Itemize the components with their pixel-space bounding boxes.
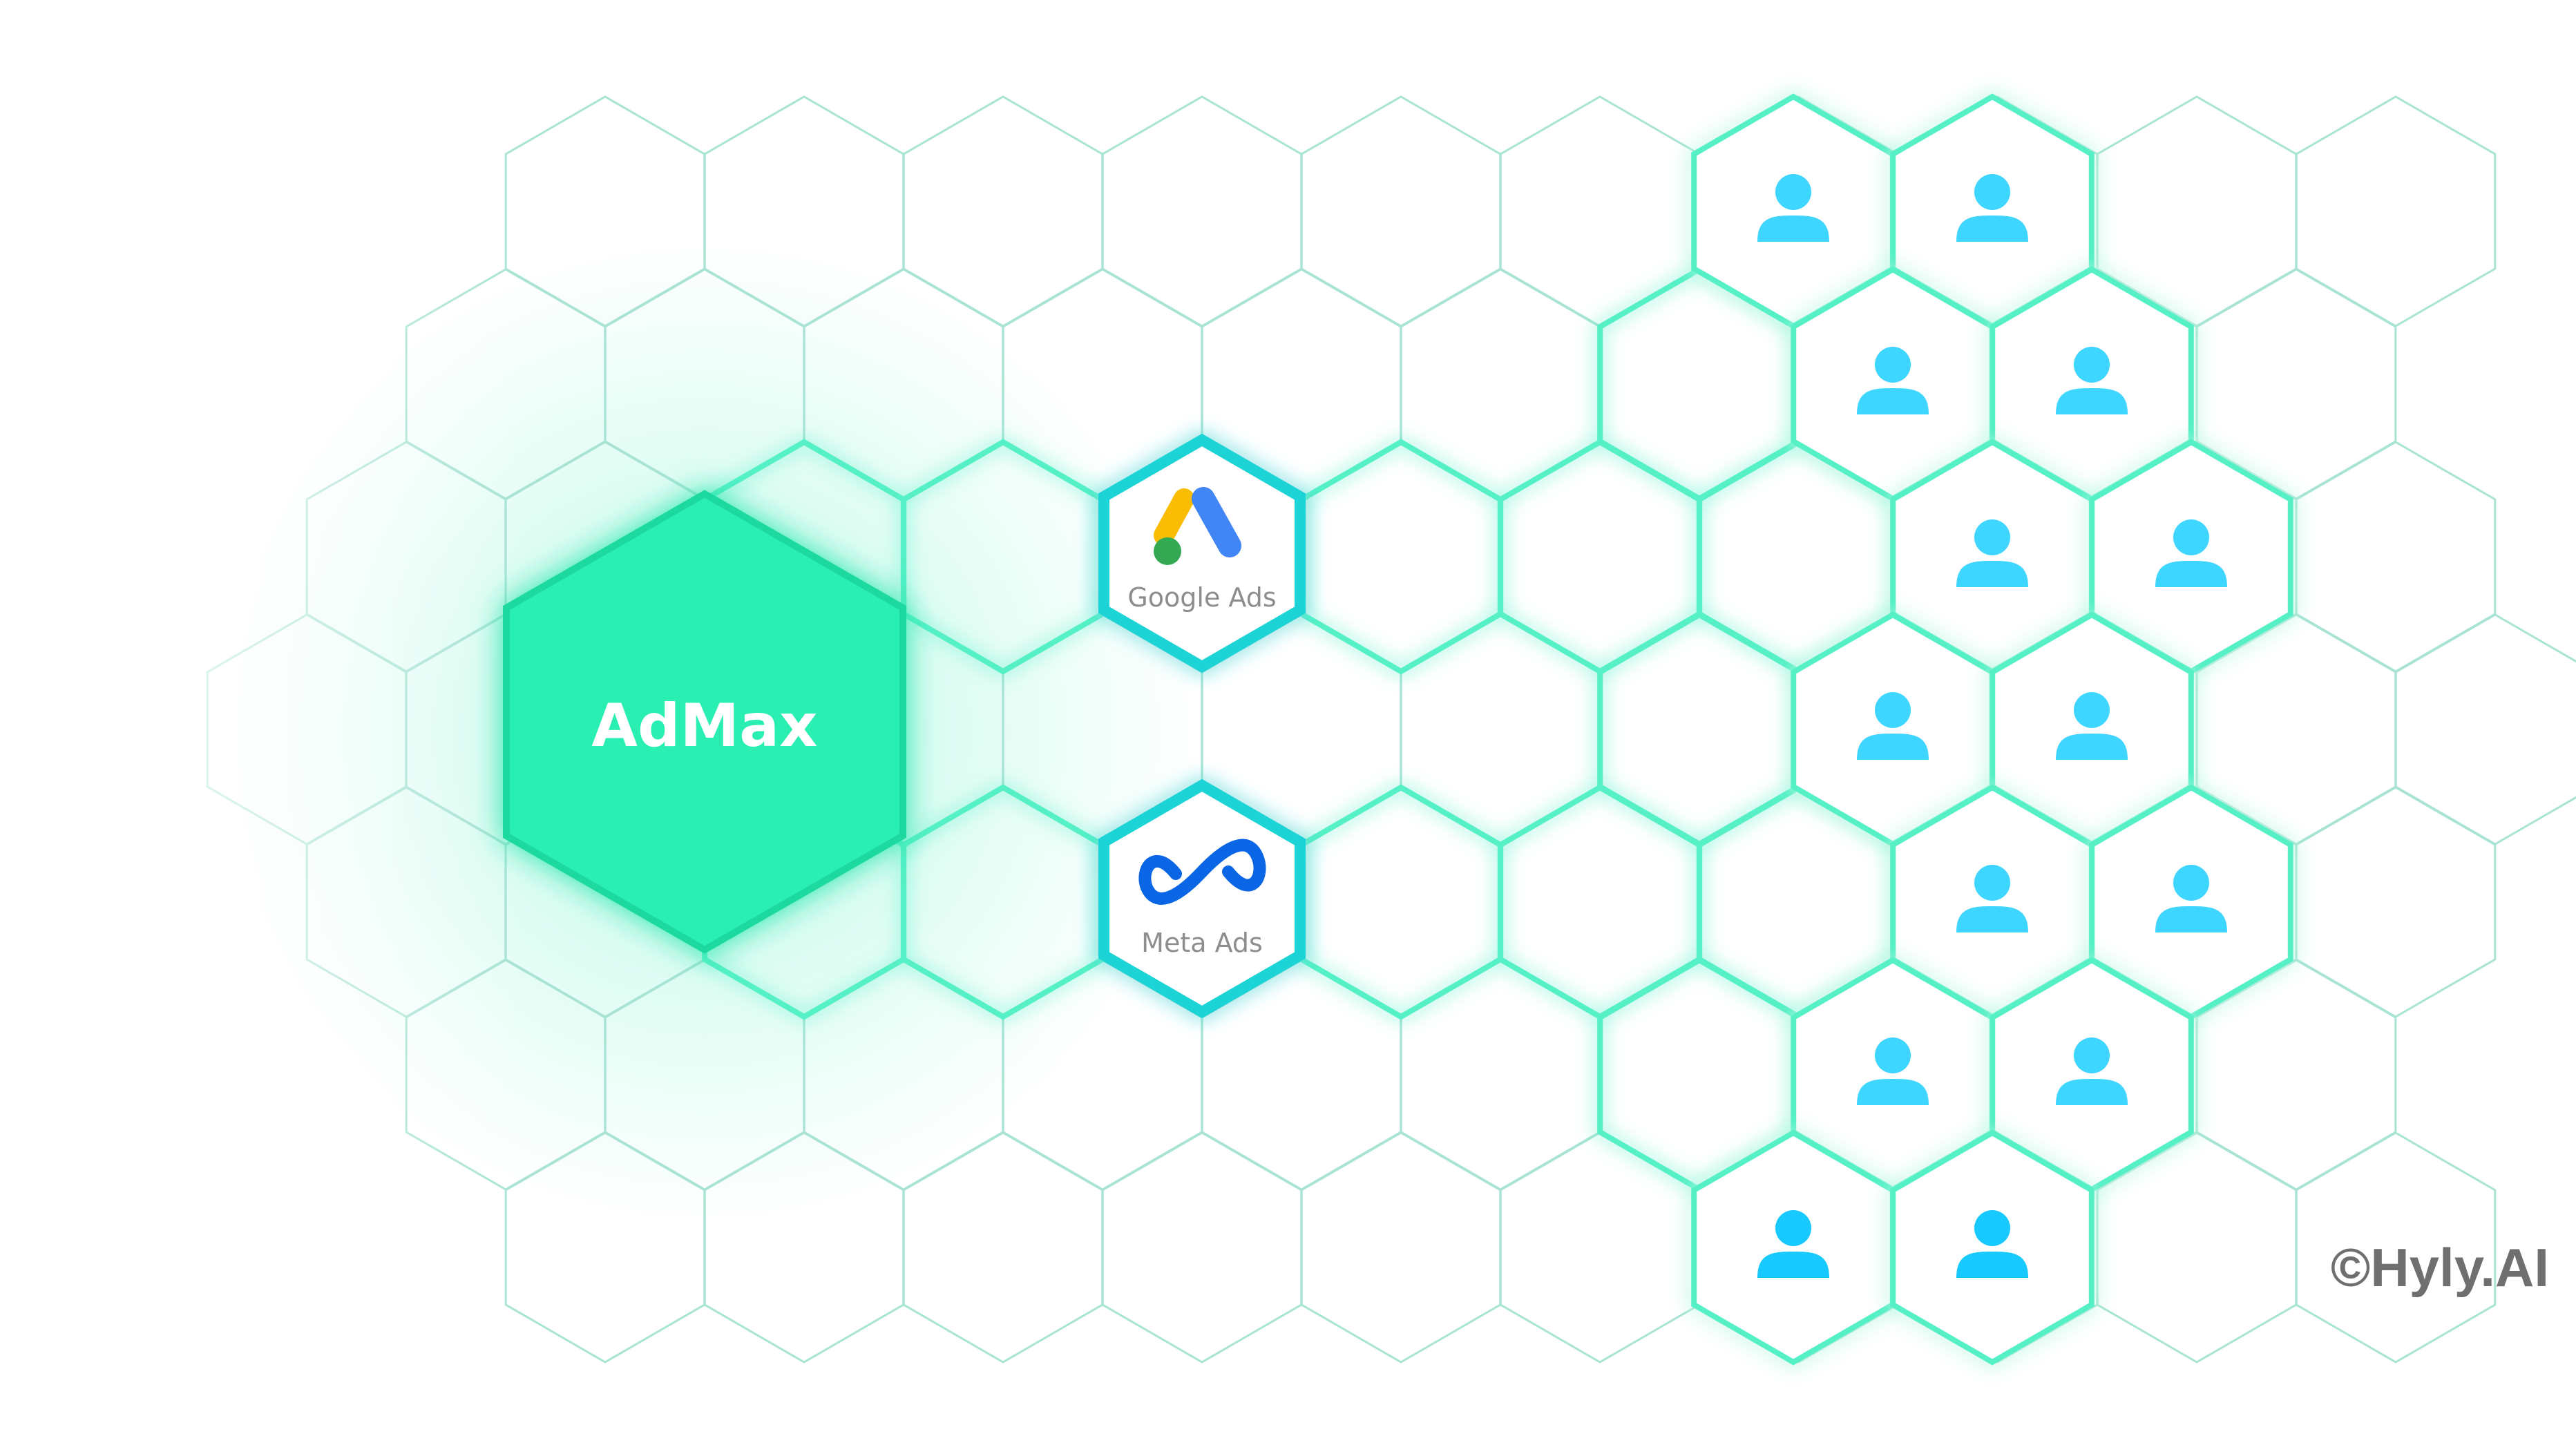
path-hexagon bbox=[1498, 439, 1702, 675]
admax-hub-hexagon bbox=[503, 490, 906, 954]
grid-hexagon bbox=[1300, 1131, 1502, 1363]
grid-hexagon bbox=[2295, 1131, 2497, 1363]
audience-hexagon bbox=[1890, 1129, 2095, 1366]
person-icon bbox=[1956, 174, 2028, 242]
grid-hexagon bbox=[1300, 95, 1502, 327]
person-icon bbox=[1857, 692, 1929, 760]
person-icon bbox=[2155, 865, 2227, 932]
google-ads-hexagon bbox=[1098, 433, 1306, 673]
grid-hexagon bbox=[1499, 95, 1701, 327]
google-ads-label: Google Ads bbox=[1127, 582, 1276, 613]
meta-logo-icon bbox=[1138, 839, 1266, 905]
grid-hexagon bbox=[1499, 441, 1701, 673]
copyright-text: ©Hyly.AI bbox=[2331, 1237, 2549, 1298]
grid-hexagon bbox=[1499, 1131, 1701, 1363]
person-icon bbox=[2056, 1037, 2128, 1105]
meta-ads-hexagon bbox=[1098, 778, 1306, 1019]
grid-hexagon bbox=[2295, 95, 2497, 327]
audience-hexagon bbox=[1691, 93, 1896, 329]
person-icon bbox=[1757, 174, 1829, 242]
person-icon bbox=[2155, 519, 2227, 587]
left-edge-fade bbox=[0, 0, 525, 1445]
person-icon bbox=[1857, 1037, 1929, 1105]
google-ads-logo-icon bbox=[1154, 487, 1241, 565]
path-hexagon bbox=[1299, 784, 1503, 1020]
audience-cluster bbox=[1691, 93, 2293, 1366]
grid-hexagon bbox=[1400, 268, 1601, 500]
google-ads-channel[interactable]: Google Ads bbox=[1098, 433, 1306, 673]
grid-hexagon bbox=[1499, 786, 1701, 1018]
person-icon bbox=[1757, 1210, 1829, 1278]
meta-ads-channel[interactable]: Meta Ads bbox=[1098, 778, 1306, 1019]
path-hexagon bbox=[1498, 784, 1702, 1020]
meta-ads-label: Meta Ads bbox=[1141, 928, 1263, 958]
person-icon bbox=[1857, 347, 1929, 414]
audience-hexagon bbox=[2089, 439, 2293, 675]
grid-hexagon bbox=[1101, 95, 1303, 327]
grid-hexagon bbox=[2295, 441, 2497, 673]
person-icon bbox=[2056, 692, 2128, 760]
path-hexagon bbox=[1299, 439, 1503, 675]
person-icon bbox=[1956, 1210, 2028, 1278]
audience-hexagon bbox=[1890, 784, 2095, 1020]
grid-hexagon bbox=[1599, 613, 1800, 845]
audience-hexagon bbox=[2089, 784, 2293, 1020]
path-hexagon bbox=[1597, 611, 1802, 848]
grid-hexagon bbox=[1400, 959, 1601, 1191]
audience-hexagon bbox=[1990, 611, 2194, 848]
grid-hexagon bbox=[1101, 1131, 1303, 1363]
grid-hexagon bbox=[2394, 613, 2576, 845]
grid-hexagon bbox=[1400, 613, 1601, 845]
admax-hub[interactable] bbox=[503, 490, 906, 954]
admax-hub-label: AdMax bbox=[591, 691, 817, 760]
grid-hexagon bbox=[2295, 786, 2497, 1018]
grid-hexagon bbox=[1300, 786, 1502, 1018]
person-icon bbox=[1956, 865, 2028, 932]
grid-hexagon bbox=[1300, 441, 1502, 673]
person-icon bbox=[1956, 519, 2028, 587]
person-icon bbox=[2056, 347, 2128, 414]
